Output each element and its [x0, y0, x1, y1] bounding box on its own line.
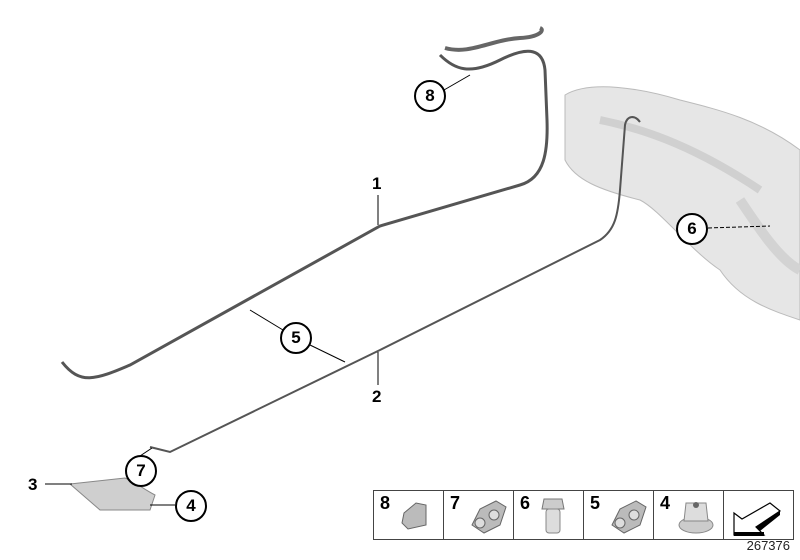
hex-bolt-icon — [541, 498, 565, 534]
parts-legend: 8 7 6 5 4 — [373, 490, 794, 540]
legend-number: 7 — [450, 493, 461, 513]
legend-item-8: 8 — [374, 491, 444, 539]
callout-3: 3 — [28, 475, 38, 494]
legend-number: 6 — [520, 493, 531, 513]
reference-number: 267376 — [746, 538, 790, 553]
legend-number: 4 — [660, 493, 671, 513]
fuel-line-2 — [149, 116, 641, 454]
legend-item-4: 4 — [654, 491, 724, 539]
legend-item-arrow — [724, 491, 793, 539]
pipe-holder-icon — [611, 500, 647, 534]
fuel-tank — [564, 86, 800, 321]
legend-item-5: 5 — [584, 491, 654, 539]
legend-number: 8 — [380, 493, 391, 513]
flange-nut-icon — [678, 502, 714, 534]
callout-1: 1 — [372, 174, 382, 193]
clip-icon — [401, 502, 427, 530]
pipe-holder-icon — [471, 500, 507, 534]
legend-item-6: 6 — [514, 491, 584, 539]
fuel-line-1 — [60, 26, 549, 380]
callout-4: 4 — [175, 490, 207, 522]
callout-6: 6 — [676, 213, 708, 245]
legend-item-7: 7 — [444, 491, 514, 539]
callout-7: 7 — [125, 455, 157, 487]
legend-number: 5 — [590, 493, 601, 513]
callout-5: 5 — [280, 322, 312, 354]
leader-lines — [45, 74, 771, 506]
direction-arrow-icon — [733, 502, 782, 536]
callout-2: 2 — [372, 387, 382, 406]
callout-8: 8 — [414, 80, 446, 112]
